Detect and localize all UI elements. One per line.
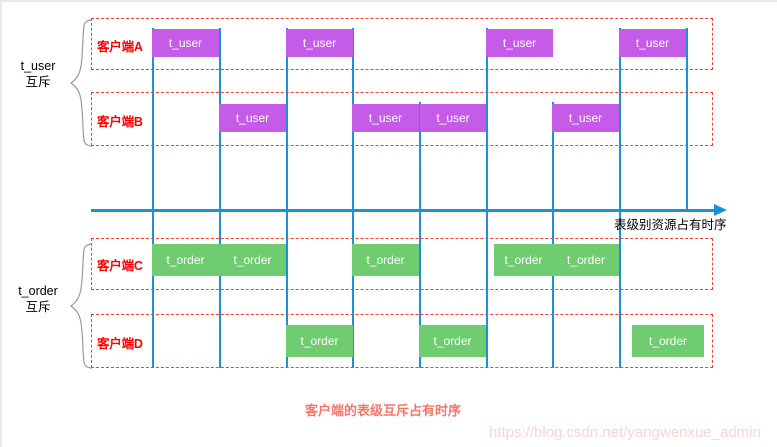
group-label-t-order-line2: 互斥 bbox=[25, 300, 51, 314]
group-label-t-user: t_user 互斥 bbox=[6, 58, 70, 90]
block-d-1[interactable]: t_order bbox=[286, 325, 353, 357]
client-label-d: 客户端D bbox=[97, 337, 143, 351]
tick-line-5-lower bbox=[419, 212, 421, 368]
block-a-4[interactable]: t_user bbox=[619, 29, 686, 57]
client-label-b: 客户端B bbox=[97, 115, 143, 129]
tick-line-1-lower bbox=[152, 212, 154, 368]
group-label-t-user-line1: t_user bbox=[20, 59, 56, 73]
tick-line-7-lower bbox=[552, 212, 554, 368]
tick-line-6-upper bbox=[486, 28, 488, 212]
tick-line-3-upper bbox=[286, 28, 288, 212]
group-label-t-user-line2: 互斥 bbox=[25, 75, 51, 89]
block-a-1[interactable]: t_user bbox=[152, 29, 219, 57]
group-brace-t-order bbox=[68, 242, 94, 370]
block-c-3[interactable]: t_order bbox=[352, 244, 419, 276]
lane-client-b bbox=[91, 92, 713, 146]
time-axis-arrow-icon bbox=[714, 204, 727, 216]
tick-line-2-lower bbox=[219, 212, 221, 368]
block-c-5[interactable]: t_order bbox=[553, 244, 619, 276]
tick-line-5-upper bbox=[419, 102, 421, 212]
block-b-4[interactable]: t_user bbox=[552, 104, 619, 132]
group-label-t-order-line1: t_order bbox=[18, 284, 58, 298]
lane-client-c bbox=[91, 238, 713, 290]
block-d-3[interactable]: t_order bbox=[632, 325, 704, 357]
block-c-2[interactable]: t_order bbox=[219, 244, 286, 276]
block-b-2[interactable]: t_user bbox=[352, 104, 419, 132]
diagram-caption: 客户端的表级互斥占有时序 bbox=[305, 403, 462, 418]
tick-line-4-lower bbox=[352, 212, 354, 368]
client-label-a: 客户端A bbox=[97, 40, 143, 54]
tick-line-1-upper bbox=[152, 28, 154, 212]
block-a-3[interactable]: t_user bbox=[486, 29, 553, 57]
lane-client-a bbox=[91, 18, 713, 70]
block-b-3[interactable]: t_user bbox=[420, 104, 486, 132]
watermark-url: https://blog.csdn.net/yangwenxue_admin bbox=[489, 424, 761, 441]
block-d-2[interactable]: t_order bbox=[419, 325, 486, 357]
lane-client-d bbox=[91, 314, 713, 368]
page-edge-top bbox=[0, 0, 777, 2]
page-edge-left bbox=[0, 0, 2, 447]
time-axis-line bbox=[91, 209, 716, 212]
client-label-c: 客户端C bbox=[97, 259, 143, 273]
time-axis-caption: 表级别资源占有时序 bbox=[614, 218, 727, 232]
tick-line-8-upper bbox=[619, 28, 621, 212]
block-b-1[interactable]: t_user bbox=[219, 104, 286, 132]
group-label-t-order: t_order 互斥 bbox=[2, 283, 74, 315]
block-c-1[interactable]: t_order bbox=[152, 244, 219, 276]
group-brace-t-user bbox=[68, 18, 94, 148]
tick-line-7-upper bbox=[552, 102, 554, 212]
block-c-4[interactable]: t_order bbox=[494, 244, 553, 276]
tick-line-9-upper bbox=[686, 28, 688, 212]
tick-line-8-lower bbox=[619, 212, 621, 368]
tick-line-3-lower bbox=[286, 212, 288, 368]
tick-line-6-lower bbox=[486, 212, 488, 368]
block-a-2[interactable]: t_user bbox=[286, 29, 353, 57]
